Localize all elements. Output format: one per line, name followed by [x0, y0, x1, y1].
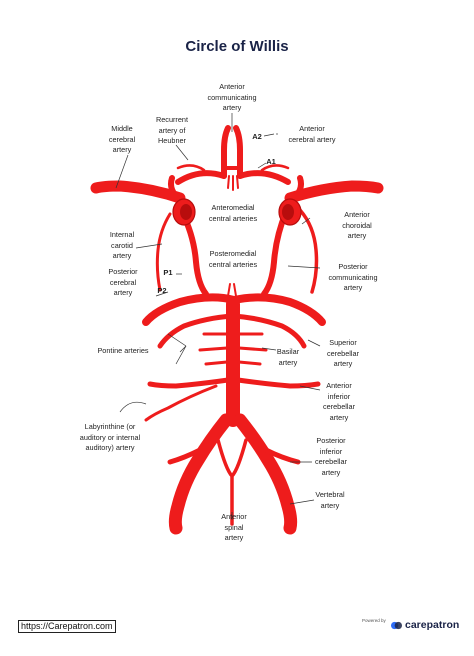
- label-basilar: Basilar artery: [276, 347, 300, 367]
- label-a1: A1: [266, 157, 276, 166]
- label-labyrinthine: Labyrinthine (or auditory or internal au…: [79, 422, 141, 452]
- superior-cerebellar-left: [157, 313, 235, 349]
- internal-carotid-right-end: [278, 198, 302, 226]
- superior-cerebellar-right: [231, 313, 307, 349]
- label-p1: P1: [163, 268, 173, 277]
- posterior-communicating-left: [179, 209, 209, 297]
- label-p2: P2: [157, 286, 167, 295]
- carepatron-link[interactable]: https://Carepatron.com: [18, 620, 116, 633]
- label-anterior-spinal: Anterior spinal artery: [221, 512, 247, 542]
- posterior-cerebral-right: [230, 293, 326, 326]
- label-recurrent-heubner: Recurrent artery of Heubner: [155, 115, 189, 145]
- posterior-inferior-cerebellar-left: [167, 447, 203, 465]
- label-internal-carotid: Internal carotid artery: [109, 230, 135, 260]
- leader-lines: [115, 113, 321, 520]
- label-anterior-choroidal: Anterior choroidal artery: [342, 210, 372, 240]
- anterior-cerebral-left: [221, 125, 231, 179]
- page-title: Circle of Willis: [185, 38, 289, 55]
- label-anterior-cerebral: Anterior cerebral artery: [288, 124, 336, 144]
- posterior-inferior-cerebellar-right: [263, 447, 301, 465]
- internal-carotid-left-end: [172, 198, 196, 226]
- vertebral-right: [233, 413, 298, 535]
- label-anterior-inferior-cerebellar: Anterior inferior cerebellar artery: [322, 381, 356, 422]
- anterior-cerebral-right: [233, 125, 243, 179]
- brand-name: carepatron: [405, 619, 460, 631]
- pontine-arteries: [198, 332, 268, 366]
- recurrent-artery-heubner: [176, 164, 206, 172]
- label-anterior-communicating: Anterior communicating artery: [207, 82, 257, 112]
- label-superior-cerebellar: Superior cerebellar artery: [326, 338, 360, 368]
- posterior-cerebral-left: [142, 293, 238, 326]
- anterior-inferior-cerebellar-left: [147, 377, 231, 389]
- label-pontine: Pontine arteries: [97, 346, 149, 355]
- label-posterior-cerebral: Posterior cerebral artery: [108, 267, 138, 297]
- label-middle-cerebral: Middle cerebral artery: [108, 124, 136, 154]
- vertebral-left: [168, 413, 233, 535]
- a1-left: [175, 170, 227, 185]
- label-posteromedial-central: Posteromedial central arteries: [208, 249, 258, 269]
- label-vertebral: Vertebral artery: [315, 490, 345, 510]
- label-anteromedial-central: Anteromedial central arteries: [208, 203, 258, 223]
- labyrinthine-artery: [144, 384, 218, 422]
- middle-cerebral-left: [90, 180, 186, 204]
- posterior-communicating-right: [261, 209, 289, 297]
- powered-by-text: Powered by: [362, 618, 386, 623]
- label-posterior-communicating: Posterior communicating artery: [328, 262, 378, 292]
- a1-right: [237, 170, 291, 185]
- anteromedial-central-arteries: [227, 175, 239, 191]
- anterior-choroidal-artery: [298, 208, 319, 294]
- middle-cerebral-right: [284, 180, 384, 204]
- brand-logo-group[interactable]: carepatron: [391, 618, 459, 632]
- anterior-inferior-cerebellar-right: [235, 377, 321, 389]
- carepatron-logo-icon: [391, 621, 402, 629]
- label-a2: A2: [252, 132, 262, 141]
- posteromedial-central-arteries: [227, 283, 237, 297]
- label-posterior-inferior-cerebellar: Posterior inferior cerebellar artery: [314, 436, 348, 477]
